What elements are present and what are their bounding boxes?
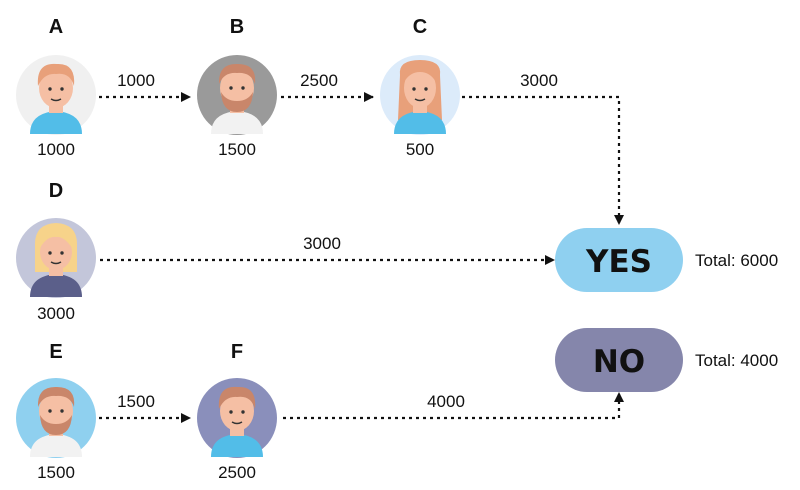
result-yes: YES Total: 6000: [555, 228, 778, 292]
person-node-c: C 500: [380, 16, 460, 159]
node-amount: 500: [406, 140, 434, 159]
person-node-b: B 1500: [197, 16, 277, 159]
node-amount: 1500: [37, 463, 75, 482]
man-avatar-icon: [197, 378, 277, 458]
result-no: NO Total: 4000: [555, 328, 778, 392]
edge-a-to-b: 1000: [99, 71, 191, 102]
node-letter: E: [49, 341, 62, 363]
edge-d-to-yes: 3000: [100, 234, 555, 265]
edge-label: 1500: [117, 392, 155, 411]
edge-label: 1000: [117, 71, 155, 90]
node-amount: 2500: [218, 463, 256, 482]
edge-f-to-no: 4000: [283, 392, 624, 420]
yes-pill: [555, 228, 683, 292]
edge-label: 4000: [427, 392, 465, 411]
no-total: Total: 4000: [695, 351, 778, 370]
bearded-man-avatar-icon: [197, 55, 277, 135]
bearded-man-avatar-icon: [16, 378, 96, 458]
node-letter: C: [413, 16, 427, 38]
node-letter: A: [49, 16, 63, 38]
node-amount: 3000: [37, 304, 75, 323]
no-label: NO: [593, 344, 645, 380]
edge-b-to-c: 2500: [281, 71, 374, 102]
woman-avatar-icon: [380, 55, 460, 135]
edge-c-to-yes: 3000: [462, 71, 624, 225]
man-avatar-icon: [16, 55, 96, 135]
edge-label: 3000: [520, 71, 558, 90]
yes-label: YES: [585, 244, 652, 280]
edge-e-to-f: 1500: [99, 392, 191, 423]
person-node-a: A 1000: [16, 16, 96, 159]
no-pill: [555, 328, 683, 392]
node-letter: D: [49, 180, 63, 202]
edge-label: 3000: [303, 234, 341, 253]
yes-total: Total: 6000: [695, 251, 778, 270]
edges: 1000 2500 3000 3000 1500 4000: [99, 71, 624, 423]
blonde-woman-avatar-icon: [16, 218, 96, 298]
person-node-e: E 1500: [16, 341, 96, 482]
person-node-d: D 3000: [16, 180, 96, 323]
person-node-f: F 2500: [197, 341, 277, 482]
node-letter: F: [231, 341, 243, 363]
edge-label: 2500: [300, 71, 338, 90]
node-letter: B: [230, 16, 244, 38]
node-amount: 1500: [218, 140, 256, 159]
node-amount: 1000: [37, 140, 75, 159]
